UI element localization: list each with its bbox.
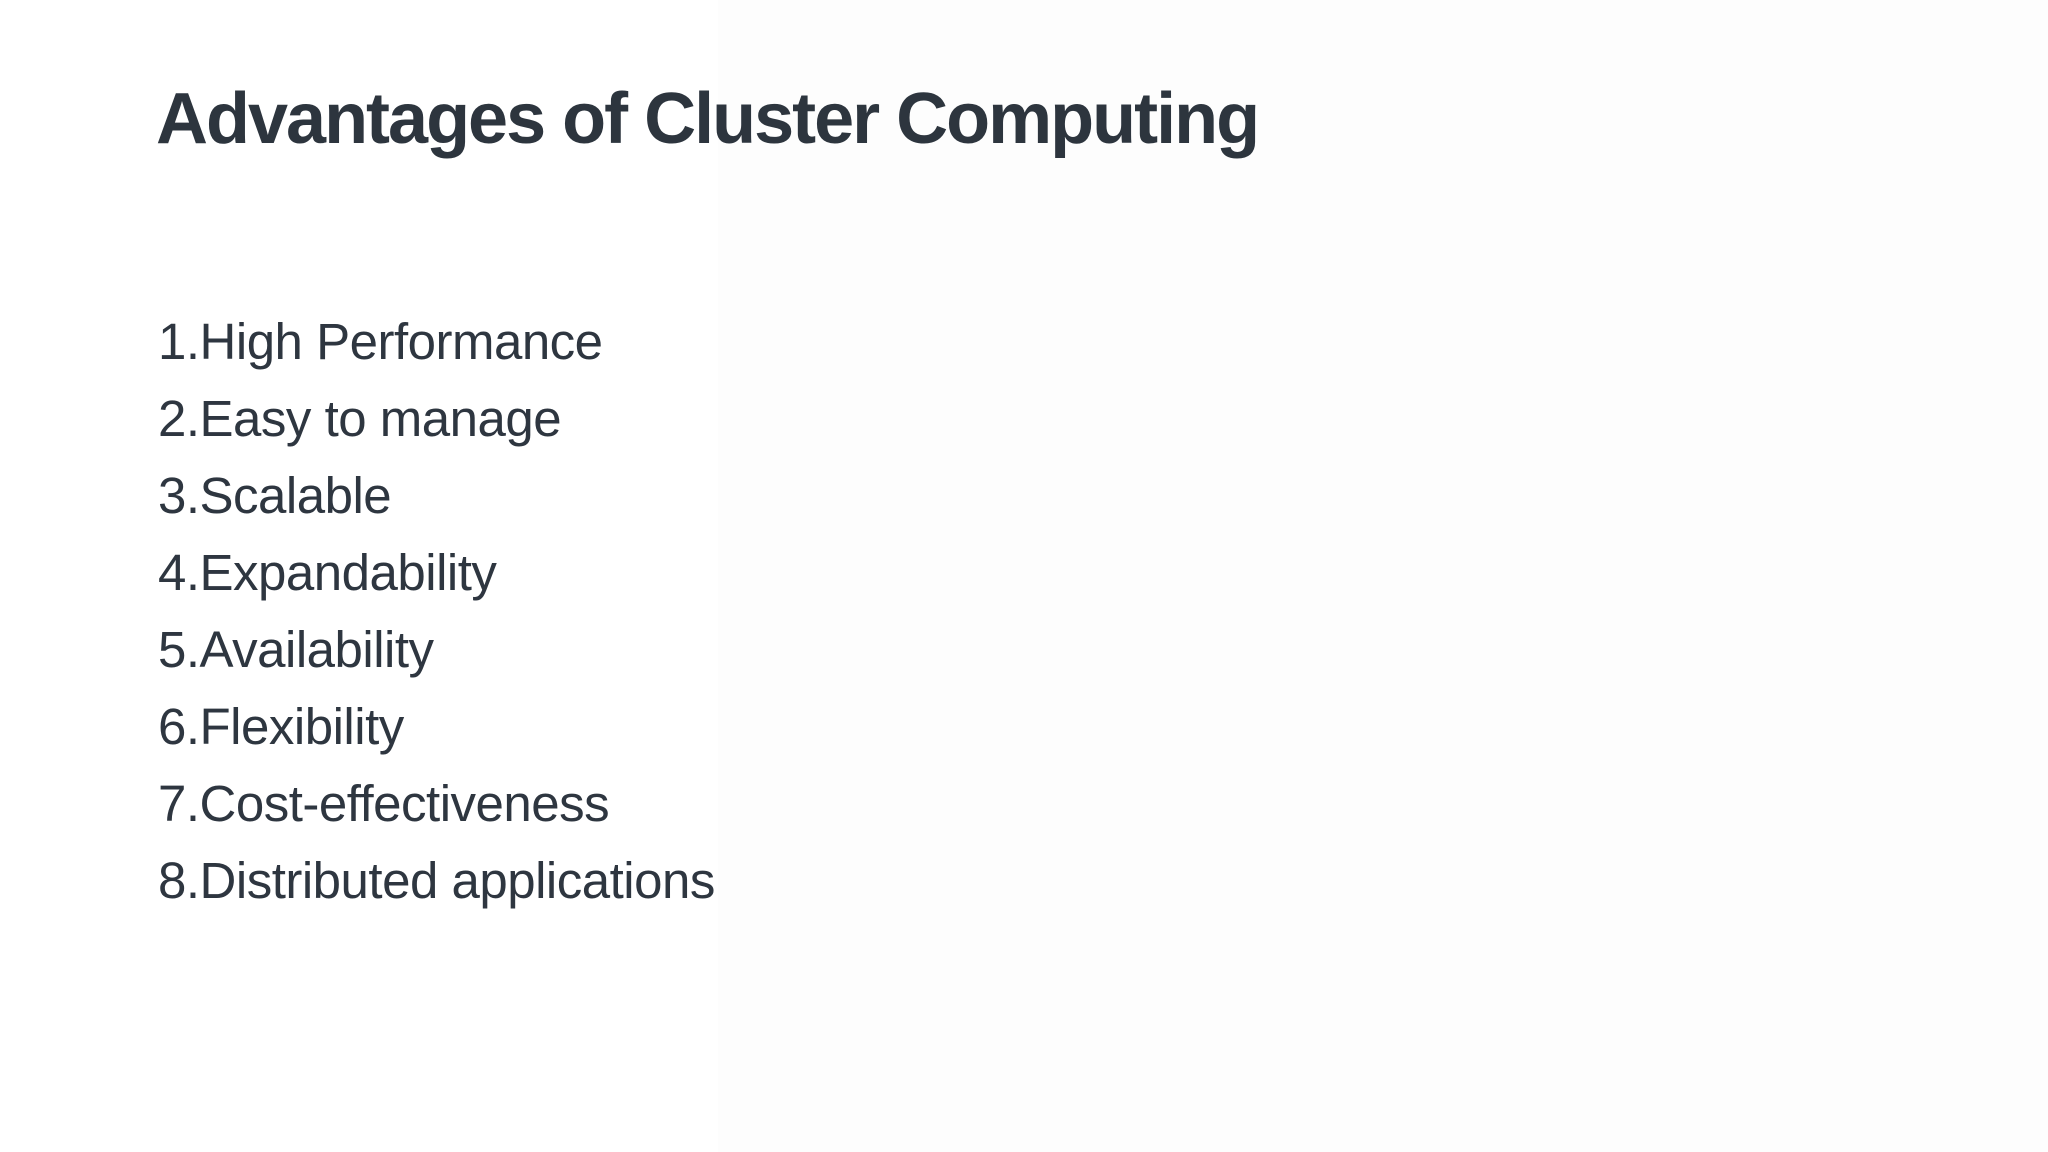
list-item: 7.Cost-effectiveness xyxy=(158,775,610,832)
background-seam-region xyxy=(718,0,2048,1152)
list-item: 8.Distributed applications xyxy=(158,852,715,909)
slide-title: Advantages of Cluster Computing xyxy=(156,79,1260,159)
list-item: 1.High Performance xyxy=(158,313,603,370)
list-item: 3.Scalable xyxy=(158,467,392,524)
list-item: 2.Easy to manage xyxy=(158,390,562,447)
advantages-list: 1.High Performance 2.Easy to manage 3.Sc… xyxy=(158,303,715,919)
list-item: 6.Flexibility xyxy=(158,698,404,755)
list-item: 5.Availability xyxy=(158,621,434,678)
list-item: 4.Expandability xyxy=(158,544,497,601)
